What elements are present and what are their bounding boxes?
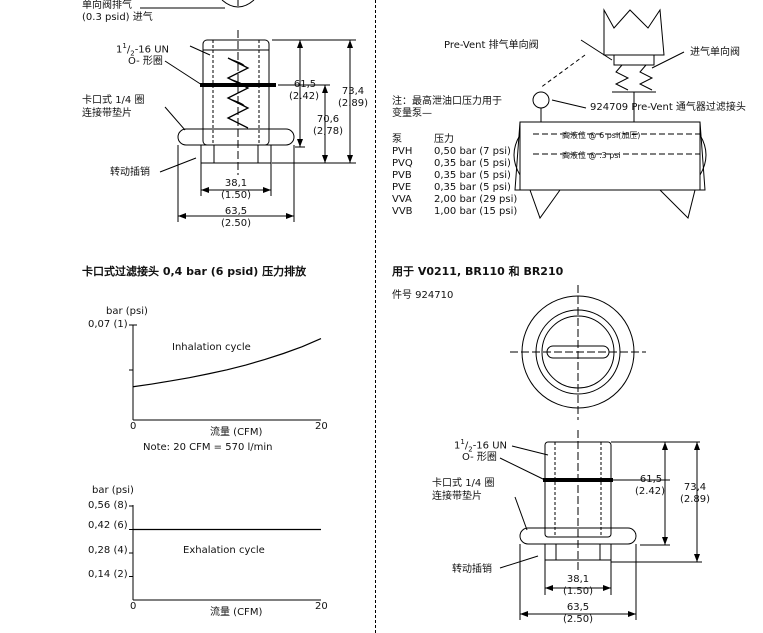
rb-clamp-label-2: 连接带垫片 [432, 491, 482, 502]
chart1-axes [129, 324, 321, 421]
pump-name: PVB [392, 170, 412, 181]
chart1-xlabel: 流量 (CFM) [210, 427, 263, 438]
fitting-924709-label: 924709 Pre-Vent 通气器过滤接头 [590, 102, 746, 113]
chart2-ytick: 0,56 (8) [88, 500, 128, 511]
left-valve-top-arc [221, 0, 255, 8]
pin-label: 转动插销 [110, 167, 150, 178]
dim-734: 73,4 [341, 86, 365, 97]
pump-pressure: 0,35 bar (5 psi) [434, 170, 511, 181]
dim-615-in: (2.42) [288, 91, 320, 102]
dim-381-in: (1.50) [220, 190, 252, 201]
valve-label-1: 单向阀排气 [82, 0, 132, 11]
note-line-1: 注：最高泄油口压力用于 [392, 96, 502, 107]
pump-header: 泵 [392, 134, 402, 145]
dim-706: 70,6 [316, 114, 340, 125]
dim-635: 63,5 [224, 206, 248, 217]
clamp-label-1: 卡口式 1/4 圈 [82, 95, 145, 106]
pump-name: PVQ [392, 158, 413, 169]
chart2-ylabel: bar (psi) [92, 485, 134, 496]
breather-housing [603, 8, 665, 56]
rb-dim-615-in: (2.42) [634, 486, 666, 497]
column-divider [375, 0, 376, 633]
rb-dim-615: 61,5 [639, 474, 663, 485]
pump-pressure: 0,35 bar (5 psi) [434, 158, 511, 169]
pressure-header: 压力 [434, 134, 454, 145]
fitting-924709-icon [532, 91, 550, 109]
dim-615: 61,5 [293, 79, 317, 90]
right-section-title: 用于 V0211, BR110 和 BR210 [392, 265, 564, 278]
rb-pin-label: 转动插销 [452, 564, 492, 575]
chart2-ytick: 0,28 (4) [88, 545, 128, 556]
chart2-xlabel: 流量 (CFM) [210, 607, 263, 618]
pump-name: VVA [392, 194, 412, 205]
rb-dim-635-in: (2.50) [562, 614, 594, 625]
chart1-ylabel: bar (psi) [106, 306, 148, 317]
pump-name: VVB [392, 206, 413, 217]
chart1-xtick-20: 20 [315, 421, 328, 432]
left-dim-arrows [178, 40, 353, 219]
pump-row: PVB 0,35 bar (5 psi) [392, 170, 517, 182]
flow-note: Note: 20 CFM = 570 l/min [143, 442, 273, 453]
pump-pressure: 1,00 bar (15 psi) [434, 206, 518, 217]
right-fitting-drawing [499, 285, 702, 620]
chart2-plot [129, 505, 321, 577]
chart1-ytick: 0,07 (1) [88, 319, 128, 330]
chart1-xtick-0: 0 [130, 421, 137, 432]
pump-row: VVB 1,00 bar (15 psi) [392, 206, 517, 218]
clamp-label-2: 连接带垫片 [82, 108, 132, 119]
left-flange [177, 128, 295, 146]
note-line-2: 变量泵— [392, 108, 432, 119]
inlet-valve-label: 进气单向阀 [690, 47, 740, 58]
dim-734-in: (2.89) [337, 98, 369, 109]
pump-pressure: 0,50 bar (7 psi) [434, 146, 511, 157]
left-section-title: 卡口式过滤接头 0,4 bar (6 psid) 压力排放 [82, 265, 307, 278]
dim-635-in: (2.50) [220, 218, 252, 229]
dim-706-in: (2,78) [312, 126, 344, 137]
inhalation-curve [132, 338, 322, 388]
pump-name: PVH [392, 146, 413, 157]
rb-dim-381: 38,1 [566, 574, 590, 585]
pump-row: PVE 0,35 bar (5 psi) [392, 182, 517, 194]
right-dim-arrows [520, 442, 700, 617]
rb-dim-381-in: (1.50) [562, 586, 594, 597]
pump-pressure: 0,35 bar (5 psi) [434, 182, 511, 193]
valve-label-2: (0.3 psid) 进气 [82, 12, 153, 23]
chart1-annotation: Inhalation cycle [172, 342, 251, 353]
chart2-xtick-20: 20 [315, 601, 328, 612]
left-fitting-drawing [140, 0, 356, 222]
pump-pressure-table: 泵 压力 PVH 0,50 bar (7 psi) PVQ 0,35 bar (5 … [392, 134, 517, 218]
chart2-xtick-0: 0 [130, 601, 137, 612]
high-level-1: 高液位 @ 6 psi(加压) [562, 131, 641, 140]
high-level-2: 高液位 @ .3 psi [562, 151, 621, 160]
part-number: 件号 924710 [392, 290, 454, 301]
chart1-plot [132, 338, 322, 388]
pump-row: PVH 0,50 bar (7 psi) [392, 146, 517, 158]
chart2-ytick: 0,42 (6) [88, 520, 128, 531]
pump-name: PVE [392, 182, 412, 193]
rb-oring-label: O- 形圈 [462, 452, 497, 463]
rb-dim-635: 63,5 [566, 602, 590, 613]
chart2-annotation: Exhalation cycle [183, 545, 265, 556]
rb-clamp-label-1: 卡口式 1/4 圈 [432, 478, 495, 489]
rb-dim-734: 73,4 [683, 482, 707, 493]
thread-label: 11/2-16 UN [116, 42, 169, 58]
pump-pressure: 2,00 bar (29 psi) [434, 194, 518, 205]
reservoir-drawing [513, 8, 707, 220]
dim-381: 38,1 [224, 178, 248, 189]
pump-table-header: 泵 压力 [392, 134, 517, 146]
prevent-valve-label: Pre-Vent 排气单向阀 [444, 40, 539, 51]
pump-row: PVQ 0,35 bar (5 psi) [392, 158, 517, 170]
oring-label: O- 形圈 [128, 56, 163, 67]
chart2-ytick: 0,14 (2) [88, 569, 128, 580]
pump-row: VVA 2,00 bar (29 psi) [392, 194, 517, 206]
rb-thread-label: 11/2-16 UN [454, 438, 507, 454]
rb-dim-734-in: (2.89) [679, 494, 711, 505]
